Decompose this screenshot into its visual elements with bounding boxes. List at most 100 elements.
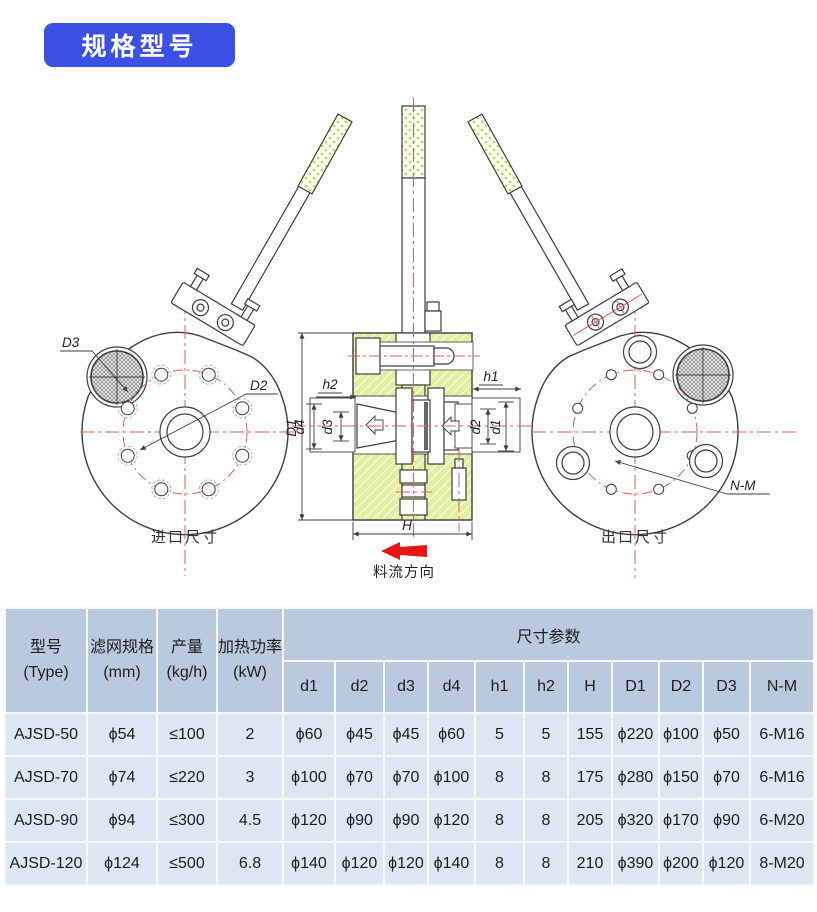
- value-cell: 2: [216, 712, 284, 757]
- value-cell: ϕ100: [427, 755, 476, 800]
- model-cell: AJSD-70: [4, 755, 88, 800]
- value-cell: ϕ150: [658, 755, 704, 800]
- label-d3: d3: [320, 419, 335, 435]
- value-cell: ϕ45: [334, 712, 385, 757]
- section-title-badge: 规格型号: [44, 23, 235, 67]
- value-cell: 6-M16: [748, 712, 816, 757]
- inlet-view: D3 D2 进口尺寸: [60, 113, 353, 576]
- col-header-mesh-unit: (mm): [103, 663, 141, 681]
- dim-header: d2: [334, 660, 385, 714]
- label-d2: d2: [468, 419, 483, 435]
- value-cell: 8: [523, 755, 569, 800]
- value-cell: 6.8: [216, 841, 284, 886]
- value-cell: ϕ45: [383, 712, 429, 757]
- inlet-bolt-holes: [117, 364, 253, 500]
- value-cell: ϕ60: [282, 712, 336, 757]
- col-header-type-cn: 型号: [29, 638, 62, 656]
- value-cell: ϕ50: [702, 712, 751, 757]
- outlet-handle-clamp: [558, 268, 650, 346]
- model-cell: AJSD-90: [4, 798, 88, 843]
- dim-header: d4: [427, 660, 476, 714]
- value-cell: ϕ120: [427, 798, 476, 843]
- dim-header: N-M: [748, 660, 816, 714]
- value-cell: ϕ100: [282, 755, 336, 800]
- dim-header: H: [567, 660, 613, 714]
- value-cell: 8: [474, 798, 525, 843]
- value-cell: 8-M20: [748, 841, 816, 886]
- value-cell: ϕ120: [383, 841, 429, 886]
- value-cell: 6-M16: [748, 755, 816, 800]
- col-header-mesh-cn: 滤网规格: [89, 638, 154, 656]
- value-cell: 5: [523, 712, 569, 757]
- value-cell: ϕ90: [383, 798, 429, 843]
- value-cell: ϕ280: [611, 755, 660, 800]
- value-cell: ϕ100: [658, 712, 704, 757]
- value-cell: ϕ320: [611, 798, 660, 843]
- label-D3: D3: [62, 335, 80, 350]
- value-cell: 8: [474, 755, 525, 800]
- outlet-view: N-M 出口尺寸: [467, 113, 800, 578]
- col-header-power-unit: (kW): [233, 663, 267, 681]
- value-cell: 3: [216, 755, 284, 800]
- value-cell: 205: [567, 798, 613, 843]
- value-cell: ϕ220: [611, 712, 660, 757]
- value-cell: ϕ200: [658, 841, 704, 886]
- dim-header: d3: [383, 660, 429, 714]
- col-header-power: 加热功率 (kW): [216, 607, 284, 714]
- value-cell: ϕ90: [334, 798, 385, 843]
- value-cell: ϕ390: [611, 841, 660, 886]
- value-cell: ϕ70: [702, 755, 751, 800]
- value-cell: ϕ120: [702, 841, 751, 886]
- flow-arrow-outline-left: [365, 414, 384, 436]
- table-header-row-1: 型号 (Type) 滤网规格 (mm) 产量 (kg/h) 加热功率 (kW) …: [4, 607, 816, 714]
- value-cell: ≤300: [156, 798, 218, 843]
- value-cell: ϕ140: [282, 841, 336, 886]
- outlet-view-caption: 出口尺寸: [601, 529, 669, 546]
- model-cell: AJSD-120: [4, 841, 88, 886]
- value-cell: ϕ74: [86, 755, 158, 800]
- label-d1: d1: [488, 419, 503, 434]
- label-N-M: N-M: [730, 478, 756, 493]
- value-cell: ϕ60: [427, 712, 476, 757]
- label-h1: h1: [483, 369, 498, 384]
- inlet-handle-clamp: [170, 267, 261, 346]
- label-D2: D2: [250, 378, 268, 393]
- flow-direction-label: 料流方向: [373, 564, 435, 581]
- flow-direction-arrow: [381, 542, 427, 560]
- value-cell: 175: [567, 755, 613, 800]
- value-cell: ≤100: [156, 712, 218, 757]
- value-cell: 8: [523, 798, 569, 843]
- dim-header: D3: [702, 660, 751, 714]
- value-cell: ϕ124: [86, 841, 158, 886]
- value-cell: ≤500: [156, 841, 218, 886]
- dims-group-header: 尺寸参数: [281, 607, 816, 662]
- value-cell: 5: [474, 712, 525, 757]
- col-header-output: 产量 (kg/h): [156, 607, 218, 714]
- value-cell: ≤220: [156, 755, 218, 800]
- value-cell: ϕ170: [658, 798, 704, 843]
- value-cell: 8: [474, 841, 525, 886]
- value-cell: 6-M20: [748, 798, 816, 843]
- dim-header: h1: [474, 660, 525, 714]
- inlet-handle-grip: [297, 113, 353, 195]
- col-header-output-cn: 产量: [170, 638, 203, 656]
- inlet-view-caption: 进口尺寸: [151, 529, 219, 546]
- value-cell: ϕ120: [282, 798, 336, 843]
- dim-header: d1: [282, 660, 336, 714]
- value-cell: ϕ70: [334, 755, 385, 800]
- value-cell: 8: [523, 841, 569, 886]
- value-cell: 210: [567, 841, 613, 886]
- technical-drawing: D3 D2 进口尺寸: [60, 98, 800, 581]
- col-header-type-en: (Type): [23, 663, 69, 681]
- value-cell: ϕ54: [86, 712, 158, 757]
- outlet-ring-holes: [555, 334, 724, 481]
- col-header-type: 型号 (Type): [4, 607, 88, 714]
- dim-header: D2: [658, 660, 704, 714]
- value-cell: ϕ140: [427, 841, 476, 886]
- dim-header: h2: [523, 660, 569, 714]
